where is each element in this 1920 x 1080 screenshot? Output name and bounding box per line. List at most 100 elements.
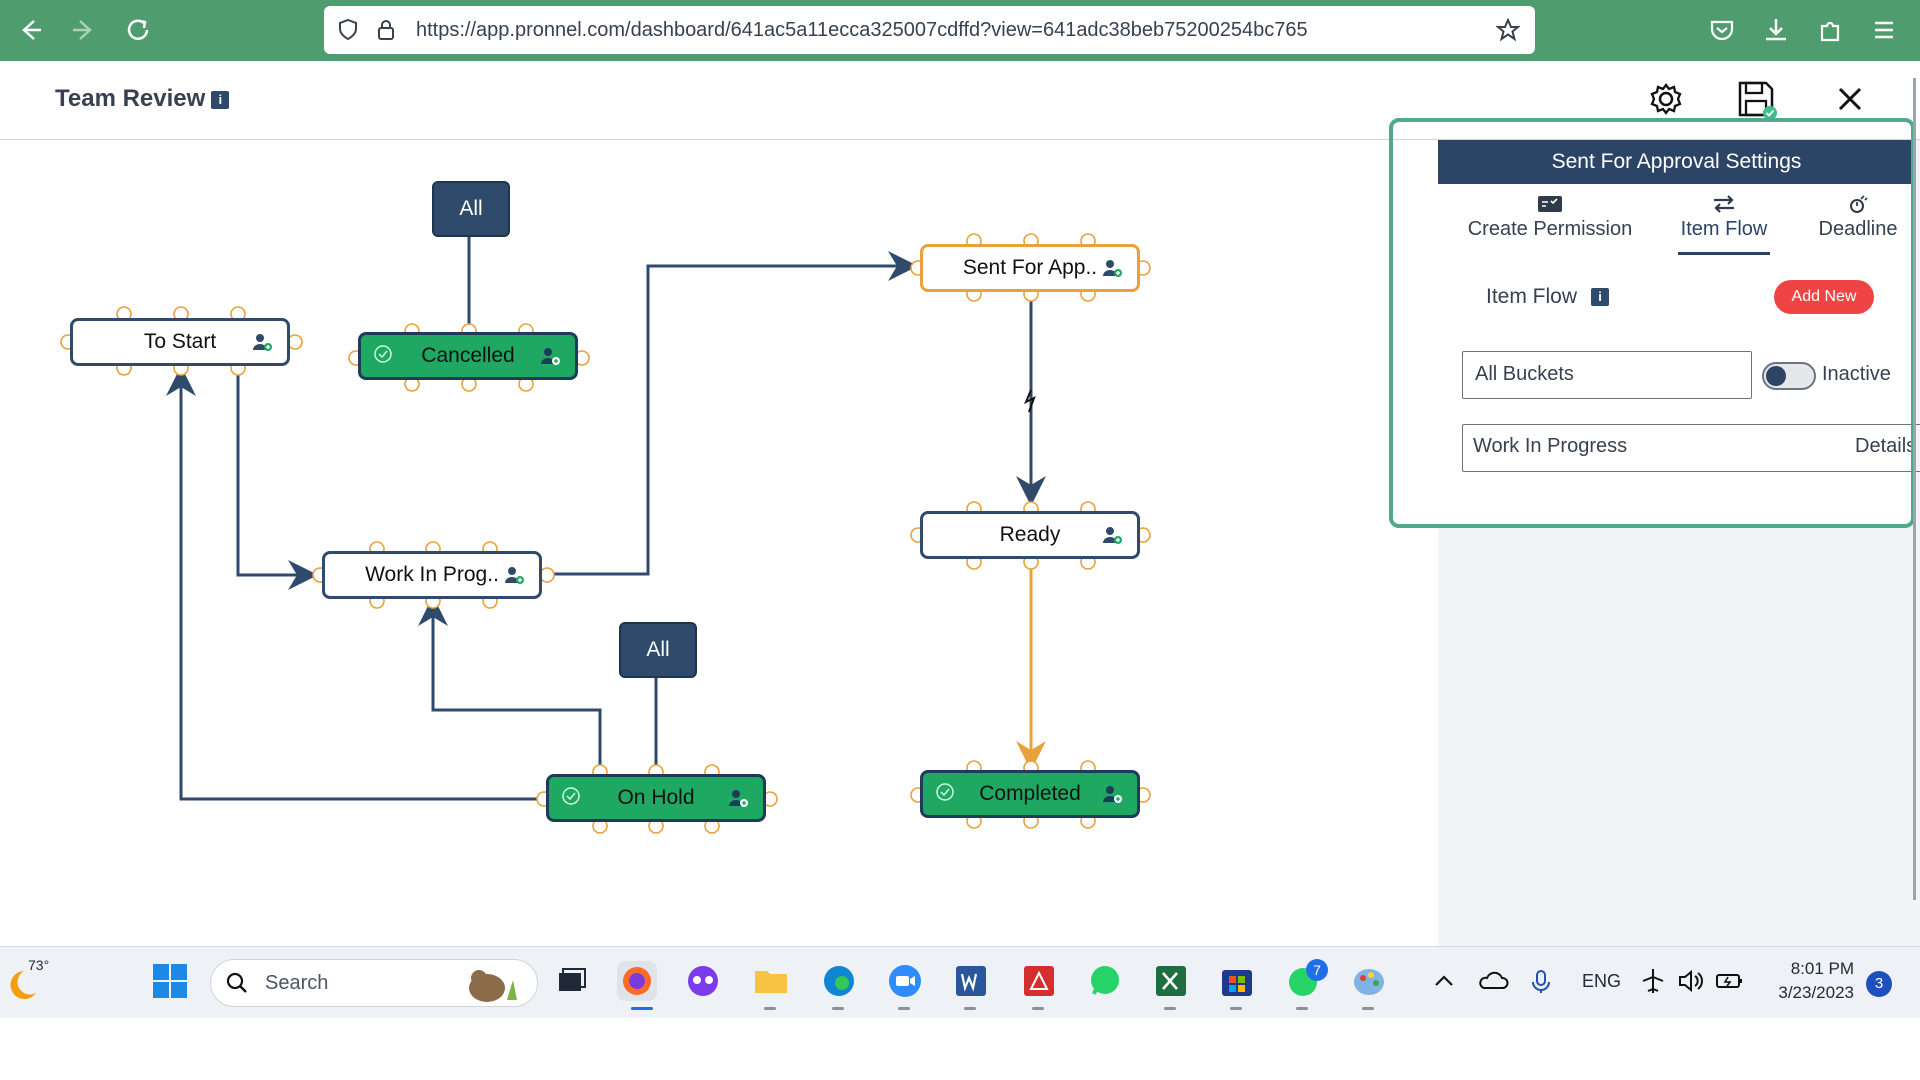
back-arrow-icon[interactable] [14, 14, 46, 46]
file-explorer-icon[interactable] [751, 961, 791, 1001]
node-on-hold[interactable]: On Hold [546, 774, 766, 822]
paint-icon[interactable] [1349, 961, 1389, 1001]
id-card-icon [1538, 196, 1562, 212]
tab-item-flow[interactable]: Item Flow [1674, 194, 1774, 241]
node-to-start[interactable]: To Start [70, 318, 290, 366]
info-icon[interactable]: i [211, 90, 230, 109]
microphone-icon[interactable] [1526, 961, 1556, 1001]
node-label: Completed [979, 782, 1081, 805]
microsoft-store-icon[interactable] [1217, 961, 1257, 1001]
onedrive-cloud-icon[interactable] [1476, 961, 1510, 1001]
active-tab-indicator [1678, 252, 1770, 255]
flow-row[interactable]: Work In Progress Details [1462, 424, 1920, 472]
assign-user-icon[interactable] [1101, 524, 1123, 546]
zoom-icon[interactable] [885, 961, 925, 1001]
tab-create-permission[interactable]: Create Permission [1460, 194, 1640, 241]
toggle-label: Inactive [1822, 363, 1891, 385]
info-icon[interactable]: i [1591, 288, 1610, 307]
running-indicator [764, 1007, 776, 1010]
url-text[interactable]: https://app.pronnel.com/dashboard/641ac5… [416, 19, 1308, 41]
running-indicator [832, 1007, 844, 1010]
taskbar-search[interactable]: Search [210, 959, 538, 1007]
details-link[interactable]: Details [1855, 435, 1917, 457]
extensions-icon[interactable] [1814, 14, 1846, 46]
windows-start-icon[interactable] [150, 961, 190, 1001]
shield-icon[interactable] [336, 18, 360, 42]
assign-user-icon[interactable] [1101, 257, 1123, 279]
word-icon[interactable] [951, 961, 991, 1001]
forward-arrow-icon[interactable] [68, 14, 100, 46]
running-indicator [1164, 1007, 1176, 1010]
settings-gear-icon[interactable] [1644, 77, 1688, 121]
weather-icon[interactable] [8, 963, 48, 1003]
vpn-mask-icon[interactable] [683, 961, 723, 1001]
tab-label: Item Flow [1680, 218, 1768, 240]
save-floppy-icon[interactable] [1734, 77, 1778, 121]
assign-user-icon[interactable] [1101, 783, 1123, 805]
node-label: On Hold [617, 786, 695, 809]
close-icon[interactable] [1828, 77, 1872, 121]
reload-icon[interactable] [122, 14, 154, 46]
assign-user-icon[interactable] [251, 331, 273, 353]
clock-time[interactable]: 8:01 PM [1790, 959, 1854, 978]
browser-toolbar: https://app.pronnel.com/dashboard/641ac5… [0, 0, 1920, 61]
search-highlight-illustration-icon [469, 970, 517, 1002]
check-circle-icon [562, 787, 580, 805]
node-label: Cancelled [421, 344, 515, 367]
firefox-icon[interactable] [617, 961, 657, 1001]
task-view-icon[interactable] [551, 961, 591, 1001]
check-circle-icon [374, 345, 392, 363]
chevron-up-icon[interactable] [1428, 961, 1460, 1001]
tab-label: Deadline [1818, 218, 1898, 240]
bucket-tag-all-top[interactable]: All [432, 181, 510, 237]
running-indicator [1296, 1007, 1308, 1010]
tab-deadline[interactable]: Deadline [1808, 194, 1908, 241]
bucket-select[interactable]: All Buckets [1462, 351, 1752, 399]
item-flow-label: Item Flow [1486, 285, 1578, 308]
lock-icon[interactable] [374, 18, 398, 42]
edge-icon[interactable] [819, 961, 859, 1001]
bucket-tag-all-bottom[interactable]: All [619, 622, 697, 678]
whatsapp-unread-badge: 7 [1306, 959, 1328, 981]
item-flow-heading: Item Flow i [1486, 285, 1610, 309]
input-language[interactable]: ENG [1582, 971, 1622, 991]
bookmark-star-icon[interactable] [1495, 17, 1521, 42]
connector-lines [60, 233, 1151, 834]
settings-panel-title: Sent For Approval Settings [1438, 140, 1915, 184]
settings-panel: Create Permission Item Flow Deadline Ite… [1438, 184, 1920, 524]
assign-user-icon[interactable] [503, 564, 525, 586]
node-label: Sent For App.. [962, 256, 1098, 279]
node-ready[interactable]: Ready [920, 511, 1140, 559]
blank-area [0, 1018, 1920, 1080]
running-indicator [1032, 1007, 1044, 1010]
tab-label: Create Permission [1467, 218, 1633, 240]
node-work-in-progress[interactable]: Work In Prog.. [322, 551, 542, 599]
active-toggle[interactable] [1762, 362, 1816, 390]
clock-date[interactable]: 3/23/2023 [1778, 983, 1854, 1002]
node-completed[interactable]: Completed [920, 770, 1140, 818]
add-new-button[interactable]: Add New [1774, 280, 1874, 314]
airplane-mode-icon[interactable] [1638, 961, 1668, 1001]
whatsapp-icon[interactable] [1085, 961, 1125, 1001]
pocket-icon[interactable] [1706, 14, 1738, 46]
menu-icon[interactable] [1868, 14, 1900, 46]
battery-icon[interactable] [1714, 961, 1744, 1001]
assign-user-icon[interactable] [727, 787, 749, 809]
assign-user-icon[interactable] [539, 345, 561, 367]
excel-icon[interactable] [1151, 961, 1191, 1001]
notification-count-badge[interactable]: 3 [1866, 971, 1892, 997]
toggle-knob [1766, 366, 1786, 386]
volume-icon[interactable] [1676, 961, 1706, 1001]
node-sent-for-approval[interactable]: Sent For App.. [920, 244, 1140, 292]
node-label: Work In Prog.. [365, 563, 499, 586]
address-bar[interactable]: https://app.pronnel.com/dashboard/641ac5… [324, 6, 1535, 54]
weather-temperature: 73° [28, 957, 50, 973]
acrobat-icon[interactable] [1019, 961, 1059, 1001]
scrollbar[interactable] [1913, 78, 1916, 900]
running-indicator [964, 1007, 976, 1010]
downloads-icon[interactable] [1760, 14, 1792, 46]
node-cancelled[interactable]: Cancelled [358, 332, 578, 380]
workflow-canvas[interactable]: All All To Start Cancelled Sent For App.… [0, 140, 1438, 946]
